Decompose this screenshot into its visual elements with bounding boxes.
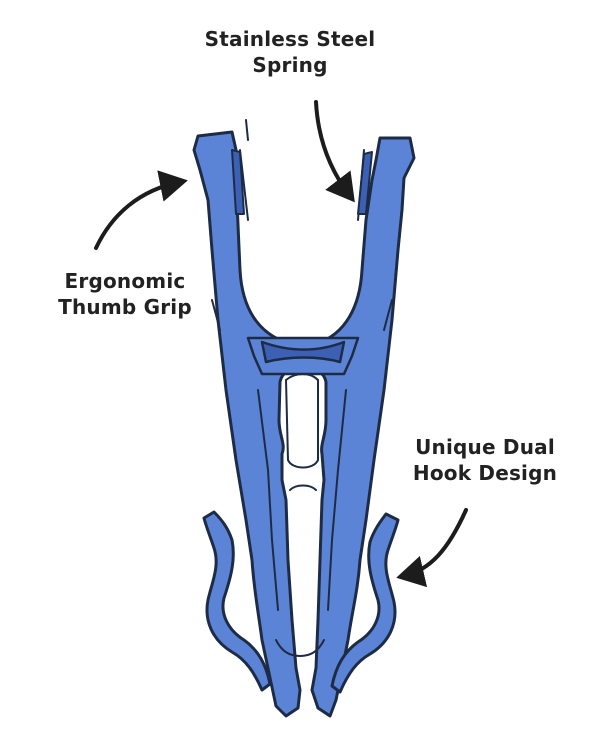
callout-spring-line1: Stainless Steel	[204, 27, 376, 51]
callout-ergonomic-thumb-grip: Ergonomic Thumb Grip	[40, 268, 210, 320]
callout-hook-line1: Unique Dual	[415, 435, 555, 459]
callout-unique-dual-hook-design: Unique Dual Hook Design	[400, 434, 570, 486]
callout-spring-line2: Spring	[252, 53, 328, 77]
clip-inner-details	[211, 119, 393, 658]
callout-stainless-steel-spring: Stainless Steel Spring	[190, 26, 390, 78]
callout-arrows	[94, 100, 468, 588]
spring-bridge	[246, 336, 360, 376]
curved-arrow-icon	[314, 100, 355, 203]
clip-left-hook	[202, 510, 272, 692]
callout-grip-line1: Ergonomic	[64, 269, 186, 293]
curved-arrow-icon	[94, 170, 188, 250]
callout-grip-line2: Thumb Grip	[58, 295, 192, 319]
clip-body	[192, 130, 416, 718]
curved-arrow-icon	[396, 508, 468, 588]
clip-left-arm	[192, 130, 302, 718]
spring-strips	[231, 149, 373, 215]
clip-right-arm	[304, 136, 416, 718]
callout-hook-line2: Hook Design	[412, 461, 558, 485]
clip-right-hook	[330, 512, 400, 694]
